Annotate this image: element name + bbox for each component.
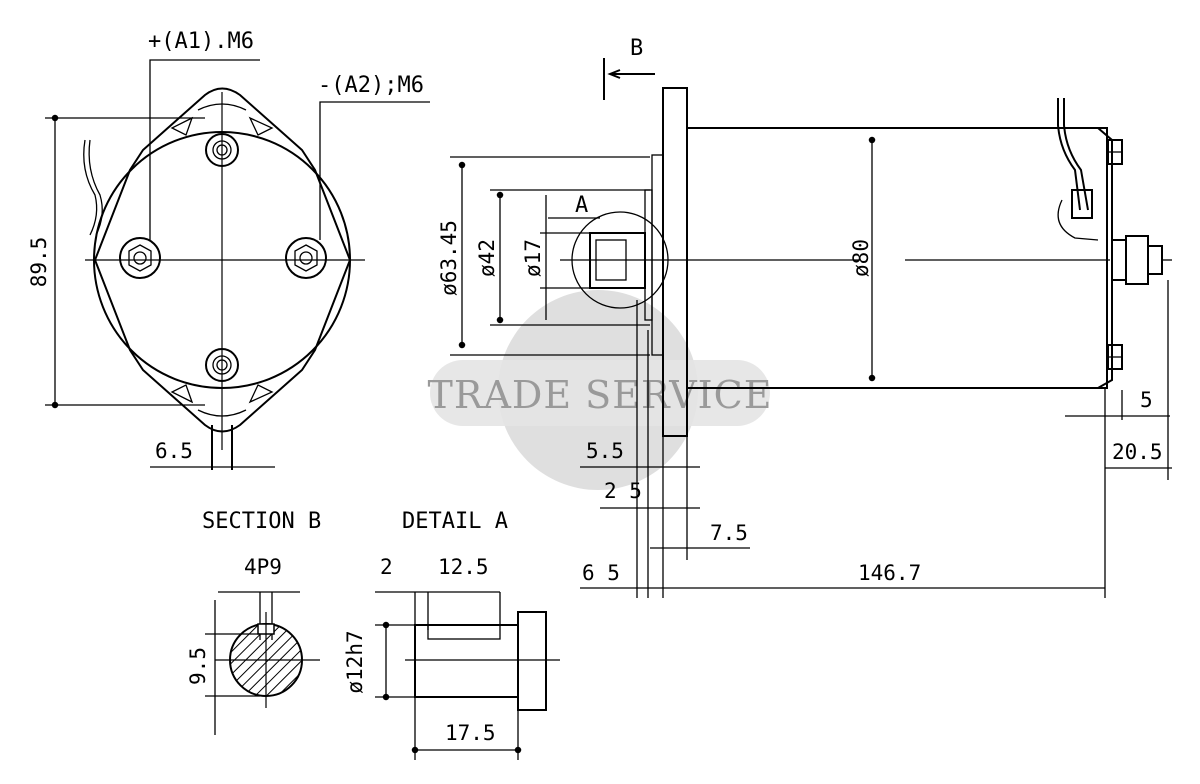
- section-b-key-dim: 4P9: [244, 555, 282, 579]
- dia-body-dim: ø80: [849, 239, 873, 277]
- terminal-a1: [119, 237, 161, 279]
- rear-wire: [1057, 98, 1089, 211]
- side-view: B: [437, 36, 1172, 598]
- terminal-a2: [285, 237, 327, 279]
- top-nut: [205, 133, 239, 167]
- end-view-flange: [93, 87, 352, 433]
- dim-5: 5: [1140, 388, 1153, 412]
- dim-20-5: 20.5: [1112, 440, 1163, 464]
- rear-bolt-bottom: [1107, 344, 1123, 370]
- rear-terminal-stud: [1111, 235, 1172, 285]
- side-view-motor-body: [686, 127, 1108, 389]
- end-view: +(A1).M6 -(A2);M6 89.5 6.5: [27, 29, 430, 470]
- detail-a: DETAIL A 2 12.5 ø12h7 17.5: [343, 509, 560, 760]
- section-b-height-dim: 9.5: [186, 647, 210, 685]
- dia-boss-dim: ø42: [475, 239, 499, 277]
- detail-a-dim-12-5: 12.5: [438, 555, 489, 579]
- dim-7-5: 7.5: [710, 521, 748, 545]
- dia-bearing-dim: ø17: [521, 239, 545, 277]
- detail-a-title: DETAIL A: [402, 509, 508, 534]
- dim-6-5: 6 5: [582, 561, 620, 585]
- detail-dim-17-5: 17.5: [445, 721, 496, 745]
- dim-length: 146.7: [858, 561, 921, 585]
- dim-2-5: 2 5: [604, 479, 642, 503]
- detail-shoulder: [517, 611, 547, 711]
- detail-a-marker: A: [575, 193, 588, 218]
- section-b: SECTION B 4P9 9.5: [186, 509, 321, 735]
- terminal-negative-label: -(A2);M6: [318, 73, 424, 98]
- dia-pilot-dim: ø63.45: [437, 220, 461, 296]
- end-view-wire: [83, 139, 103, 236]
- rear-bolt-top: [1107, 139, 1123, 165]
- dim-5-5: 5.5: [586, 439, 624, 463]
- terminal-positive-label: +(A1).M6: [148, 29, 254, 54]
- watermark-text: TRADE SERVICE: [428, 373, 773, 417]
- detail-a-dim-2: 2: [380, 555, 393, 579]
- end-view-slot-dim: 6.5: [155, 439, 193, 463]
- detail-shaft-dia: ø12h7: [343, 630, 367, 693]
- detail-shaft: [414, 624, 519, 698]
- section-b-marker: B: [630, 36, 643, 61]
- bottom-nut: [205, 348, 239, 382]
- section-b-title: SECTION B: [202, 509, 321, 534]
- end-view-height-dim: 89.5: [27, 237, 51, 288]
